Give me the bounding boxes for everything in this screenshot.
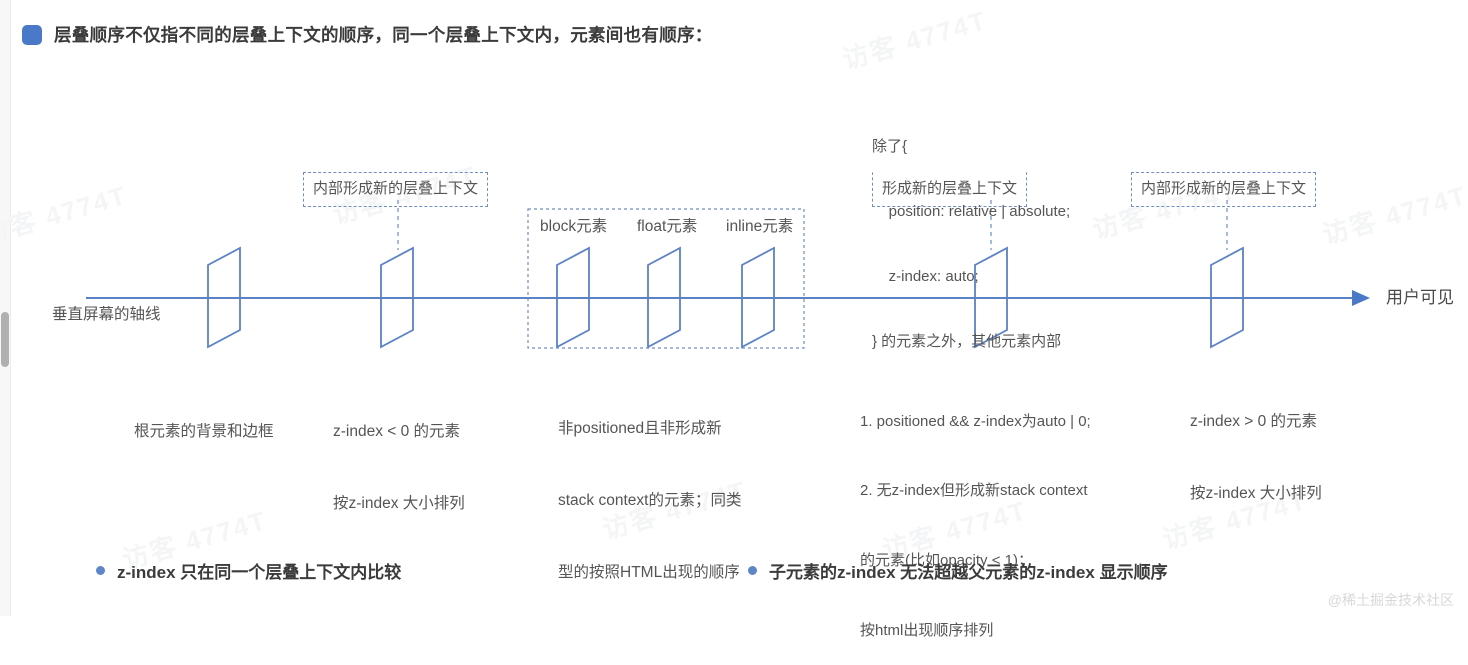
axis-end-label: 用户可见 xyxy=(1386,288,1454,307)
caption-line: z-index < 0 的元素 xyxy=(333,423,461,441)
caption-positioned-auto: 1. positioned && z-index为auto | 0; 2. 无z… xyxy=(860,363,1091,665)
site-watermark: @稀土掘金技术社区 xyxy=(1327,592,1454,608)
caption-line: 按html出现顺序排列 xyxy=(860,621,994,639)
page-scrollbar-track[interactable] xyxy=(0,0,11,616)
block-element-label: block元素 xyxy=(540,218,608,235)
caption-line: 非positioned且非形成新 xyxy=(558,420,722,438)
plane-block-element xyxy=(556,246,590,349)
plane-root-element xyxy=(207,246,241,349)
inline-element-label: inline元素 xyxy=(726,218,794,235)
caption-line: stack context的元素；同类 xyxy=(558,492,742,510)
caption-non-positioned: 非positioned且非形成新 stack context的元素；同类 型的按… xyxy=(558,369,741,609)
caption-line: 1. positioned && z-index为auto | 0; xyxy=(860,412,1091,430)
caption-positive-zindex: z-index > 0 的元素 按z-index 大小排列 xyxy=(1190,362,1322,530)
caption-line: z-index > 0 的元素 xyxy=(1190,413,1318,431)
callout-line-4: } 的元素之外，其他元素内部 xyxy=(872,333,1062,351)
caption-negative-zindex: z-index < 0 的元素 按z-index 大小排列 xyxy=(333,372,465,540)
page-scrollbar-thumb[interactable] xyxy=(1,312,9,367)
watermark: 访客 4774T xyxy=(1319,179,1468,250)
caption-line: 2. 无z-index但形成新stack context xyxy=(860,482,1088,500)
callout-line-1: 除了{ xyxy=(872,137,908,155)
footer-bullet-label: 子元素的z-index 无法超越父元素的z-index 显示顺序 xyxy=(769,563,1168,582)
watermark: 访客 4774T xyxy=(0,179,131,250)
caption-line: 按z-index 大小排列 xyxy=(1190,485,1322,503)
dot-icon xyxy=(96,566,105,575)
footer-bullet-child-zindex: 子元素的z-index 无法超越父元素的z-index 显示顺序 xyxy=(748,558,1168,583)
footer-bullet-zindex-scope: z-index 只在同一个层叠上下文内比较 xyxy=(96,558,401,583)
dashed-box-right: 内部形成新的层叠上下文 xyxy=(1131,172,1317,207)
footer-bullet-label: z-index 只在同一个层叠上下文内比较 xyxy=(117,563,402,582)
plane-inline-element xyxy=(741,246,775,349)
dashed-box-left: 内部形成新的层叠上下文 xyxy=(303,172,489,207)
plane-float-element xyxy=(647,246,681,349)
callout-code-block: 除了{ position: relative | absolute; z-ind… xyxy=(872,92,1070,375)
callout-line-2: position: relative | absolute; xyxy=(872,202,1071,220)
axis-label: 垂直屏幕的轴线 xyxy=(52,306,161,323)
callout-line-3: z-index: auto; xyxy=(872,268,979,285)
page-heading: 层叠顺序不仅指不同的层叠上下文的顺序，同一个层叠上下文内，元素间也有顺序： xyxy=(22,22,713,47)
page-title: 层叠顺序不仅指不同的层叠上下文的顺序，同一个层叠上下文内，元素间也有顺序： xyxy=(54,25,713,45)
dot-icon xyxy=(748,566,757,575)
dashed-box-callout: 形成新的层叠上下文 xyxy=(872,172,1028,207)
caption-line: 根元素的背景和边框 xyxy=(134,423,274,441)
plane-positive-zindex xyxy=(1210,246,1244,349)
caption-root-element: 根元素的背景和边框 xyxy=(134,372,274,468)
float-element-label: float元素 xyxy=(637,218,698,235)
caption-line: 型的按照HTML出现的顺序 xyxy=(558,564,740,582)
caption-line: 的元素(比如opacity < 1)； xyxy=(860,552,1033,569)
square-bullet-icon xyxy=(22,24,42,45)
plane-negative-zindex xyxy=(380,246,414,349)
watermark: 访客 4774T xyxy=(839,4,991,75)
caption-line: 按z-index 大小排列 xyxy=(333,495,465,513)
